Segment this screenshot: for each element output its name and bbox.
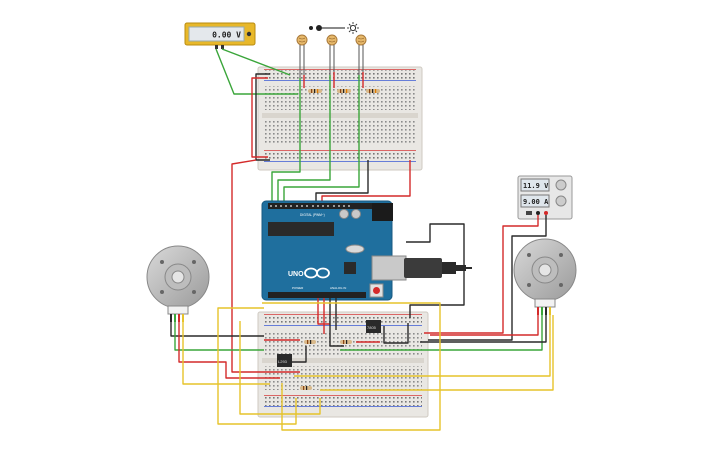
uno-label: UNO	[288, 271, 304, 278]
power-label: POWER	[292, 286, 304, 290]
voltmeter-reading: 0.00 V	[212, 31, 241, 40]
ic-label: L293	[278, 359, 288, 364]
sun-icon	[347, 22, 359, 34]
dc-motor-left[interactable]	[146, 245, 210, 322]
digital-label: DIGITAL (PWM~)	[300, 213, 325, 217]
dc-motor-right[interactable]	[513, 238, 577, 315]
ic-l293[interactable]: L293	[277, 354, 292, 367]
wires-top	[215, 48, 411, 373]
bottom-breadboard[interactable]	[257, 311, 429, 418]
supply-current: 9.00 A	[523, 198, 549, 206]
resistor[interactable]	[366, 89, 380, 93]
arduino-uno[interactable]: DIGITAL (PWM~) UNO POWER ANALOG IN	[261, 200, 407, 301]
light-sensor-slider-icon[interactable]	[309, 25, 345, 31]
resistor[interactable]	[337, 89, 351, 93]
analog-label: ANALOG IN	[330, 286, 346, 290]
usb-connector-icon[interactable]	[404, 258, 472, 278]
power-supply[interactable]: 11.9 V 9.00 A	[517, 175, 573, 220]
supply-voltage: 11.9 V	[523, 182, 549, 190]
voltmeter[interactable]: 0.00 V	[184, 22, 256, 49]
resistor[interactable]	[308, 89, 322, 93]
top-breadboard[interactable]	[257, 66, 423, 171]
wires-bottom	[170, 215, 554, 431]
arduino-infinity-logo	[304, 267, 330, 279]
photoresistor-3[interactable]	[355, 34, 367, 78]
photoresistor-1[interactable]	[296, 34, 308, 78]
resistor[interactable]	[304, 340, 316, 344]
ic-label: 7805	[367, 325, 377, 330]
ic-7805[interactable]: 7805	[366, 320, 381, 333]
resistor[interactable]	[300, 386, 312, 390]
photoresistor-2[interactable]	[326, 34, 338, 78]
resistor[interactable]	[340, 340, 352, 344]
